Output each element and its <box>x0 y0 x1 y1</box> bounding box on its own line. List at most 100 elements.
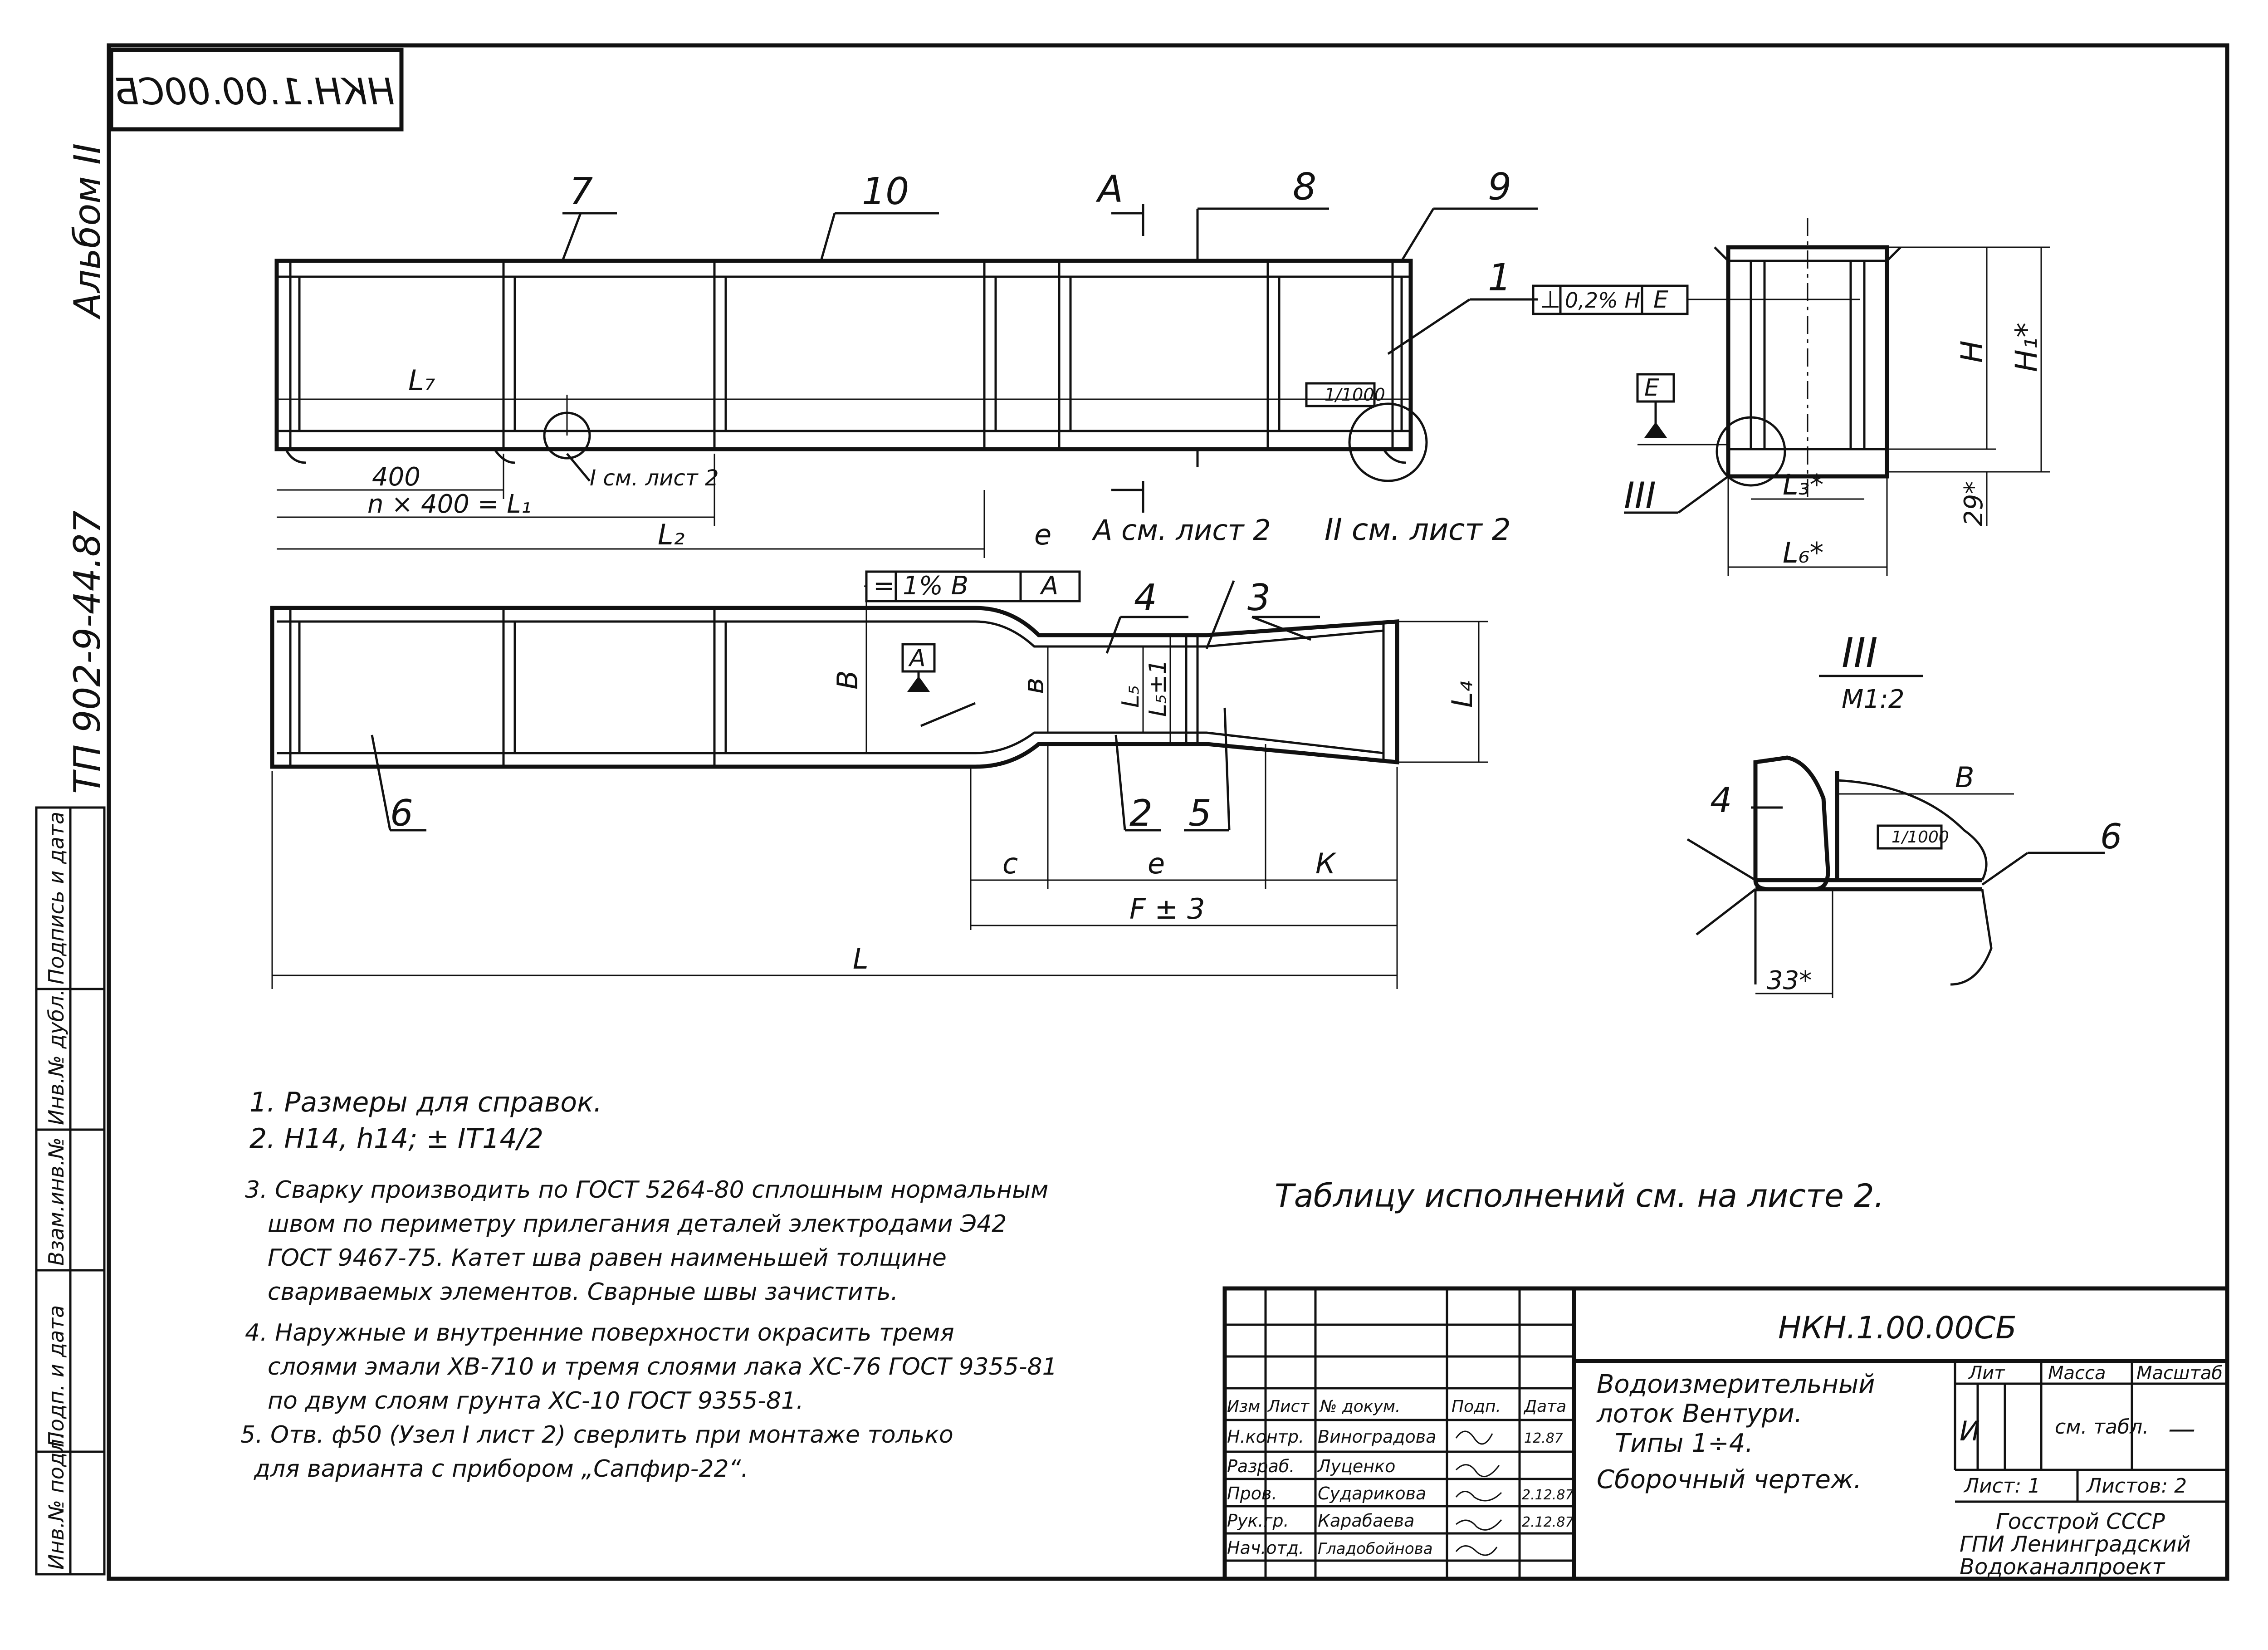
side-datum-e: Е <box>1644 374 1659 401</box>
tb-date-3: 2.12.87 <box>1522 1487 1574 1503</box>
dim-L4: L₄ <box>1446 681 1479 708</box>
plan-callout-6: 6 <box>390 792 413 834</box>
tb-role-5: Нач.отд. <box>1227 1538 1304 1558</box>
plan-tol-sym: = <box>873 571 894 601</box>
note-3a: 3. Сварку производить по ГОСТ 5264-80 сп… <box>245 1176 1048 1204</box>
side-col-1: Инв.№ подл. <box>44 1432 68 1570</box>
dim-L: L <box>853 942 869 975</box>
tb-scale: — <box>2168 1413 2195 1445</box>
dim-L2: L₂ <box>658 518 684 551</box>
tb-name-2: Луценко <box>1317 1456 1395 1476</box>
tb-h-izm: Изм <box>1227 1397 1260 1416</box>
dim-chain: n × 400 = L₁ <box>367 490 531 519</box>
detail-dim-33: 33* <box>1767 966 1812 995</box>
tb-h-data: Дата <box>1523 1397 1566 1416</box>
side-col-4: Инв.№ дубл. <box>44 989 68 1125</box>
tb-name-line-1: Водоизмерительный <box>1597 1370 1875 1399</box>
table-note: Таблицу исполнений см. на листе 2. <box>1275 1177 1884 1214</box>
dim-L3: L₃* <box>1783 468 1823 501</box>
side-col-3: Взам.инв.№ <box>44 1137 68 1266</box>
side-tol-datum: Е <box>1653 286 1668 313</box>
plan-view: = 1% В А А 4 3 2 5 6 <box>270 570 1488 989</box>
side-col-5: Подпись и дата <box>44 812 68 984</box>
tb-name-4: Карабаева <box>1318 1511 1414 1531</box>
dim-H1: Н₁* <box>2009 323 2044 372</box>
tb-sheet: Лист: 1 <box>1963 1474 2040 1498</box>
callout-1: 1 <box>1488 256 1511 299</box>
tb-org-2: ГПИ Ленинградский <box>1960 1532 2191 1557</box>
tb-mass-label: Масса <box>2048 1363 2106 1384</box>
dim-F: F ± 3 <box>1129 892 1205 925</box>
tb-h-podp: Подп. <box>1452 1397 1501 1416</box>
note-4a: 4. Наружные и внутренние поверхности окр… <box>245 1319 954 1346</box>
plan-callout-3: 3 <box>1247 577 1271 619</box>
note-4c: по двум слоям грунта ХС-10 ГОСТ 9355-81. <box>268 1387 804 1415</box>
signatures <box>1455 1430 1502 1556</box>
note-1: 1. Размеры для справок. <box>249 1087 602 1118</box>
tb-scale-label: Масштаб <box>2136 1363 2223 1384</box>
node-3-circle <box>1716 416 1786 487</box>
tb-h-list: Лист <box>1267 1397 1310 1416</box>
tb-name-3: Сударикова <box>1318 1484 1426 1503</box>
section-a-top: А <box>1095 168 1123 211</box>
tb-name-line-4: Сборочный чертеж. <box>1597 1465 1862 1494</box>
dim-H: Н <box>1955 340 1989 363</box>
tb-h-doc: № докум. <box>1319 1397 1400 1416</box>
detail-callout-6: 6 <box>2100 816 2122 857</box>
tb-name-line-2: лоток Вентури. <box>1596 1399 1803 1429</box>
tb-name-1: Виноградова <box>1318 1427 1436 1447</box>
tb-role-4: Рук.гр. <box>1227 1511 1289 1531</box>
plan-tol-val: 1% В <box>903 571 968 601</box>
note-5a: 5. Отв. ф50 (Узел I лист 2) сверлить при… <box>240 1421 953 1449</box>
dim-29: 29* <box>1959 481 1989 526</box>
tb-designation: НКН.1.00.00СБ <box>1778 1310 2017 1346</box>
side-tol-val: 0,2% Н <box>1565 288 1640 313</box>
tb-date-1: 12.87 <box>1524 1430 1563 1446</box>
dim-L7: L₇ <box>408 364 435 397</box>
callout-7: 7 <box>569 170 593 213</box>
tb-date-4: 2.12.87 <box>1522 1514 1574 1530</box>
node-2-ref: II см. лист 2 <box>1325 512 1511 547</box>
top-view: 1/1000 7 10 8 9 1 А А см. лист 2 I см. л… <box>274 166 1538 558</box>
tb-lit-label: Лит <box>1968 1363 2005 1384</box>
mirrored-code-stamp: НКН.1.00.00СБ <box>114 71 395 113</box>
plan-callout-2: 2 <box>1129 792 1153 834</box>
tb-role-1: Н.контр. <box>1227 1427 1304 1447</box>
tb-role-3: Пров. <box>1227 1484 1277 1503</box>
dim-B: В <box>831 670 864 690</box>
sheet-frame <box>107 43 2229 1581</box>
detail-callout-4: 4 <box>1710 780 1732 820</box>
title-block: Изм Лист № докум. Подп. Дата Н.контр. Ви… <box>1222 1286 2229 1581</box>
detail-III: III М1:2 1/1000 4 6 В 33* <box>1686 629 2122 998</box>
note-4b: слоями эмали ХВ-710 и тремя слоями лака … <box>268 1353 1057 1381</box>
dim-K: К <box>1315 847 1337 880</box>
tb-mass: см. табл. <box>2055 1415 2149 1439</box>
node-3-label: III <box>1624 475 1656 517</box>
tb-lit: И <box>1960 1415 1980 1447</box>
node-2-circle <box>1348 402 1428 482</box>
note-3c: ГОСТ 9467-75. Катет шва равен наименьшей… <box>268 1244 947 1272</box>
section-a-ref: А см. лист 2 <box>1091 514 1271 547</box>
callout-8: 8 <box>1293 166 1316 209</box>
dim-L6: L₆* <box>1783 536 1823 569</box>
side-tol-sym: ⊥ <box>1540 286 1560 313</box>
tb-org-1: Госстрой СССР <box>1996 1509 2165 1534</box>
dim-e-plan: e <box>1148 847 1165 880</box>
dim-L5: L₅ <box>1117 685 1144 708</box>
callout-10: 10 <box>862 170 909 213</box>
tb-name-5: Гладобойнова <box>1318 1540 1433 1558</box>
note-3b: швом по периметру прилегания деталей эле… <box>268 1210 1007 1238</box>
note-2: 2. Н14, h14; ± IT14/2 <box>249 1123 543 1155</box>
callout-9: 9 <box>1488 166 1511 209</box>
dim-L5-tol: L₅±1 <box>1144 660 1172 717</box>
detail-dim-B: В <box>1955 761 1975 794</box>
project-number: ТП 902-9-44.87 <box>66 510 108 794</box>
node-1-ref: I см. лист 2 <box>590 465 719 491</box>
side-col-2: Подп. и дата <box>44 1305 68 1447</box>
album-label: Альбом II <box>66 143 108 320</box>
top-flatness: 1/1000 <box>1325 385 1385 405</box>
tb-name-line-3: Типы 1÷4. <box>1615 1429 1753 1458</box>
plan-callout-5: 5 <box>1188 792 1212 834</box>
side-view: ⊥ 0,2% Н Е Е III Н Н₁* L₃* L₆* <box>1532 218 2050 576</box>
